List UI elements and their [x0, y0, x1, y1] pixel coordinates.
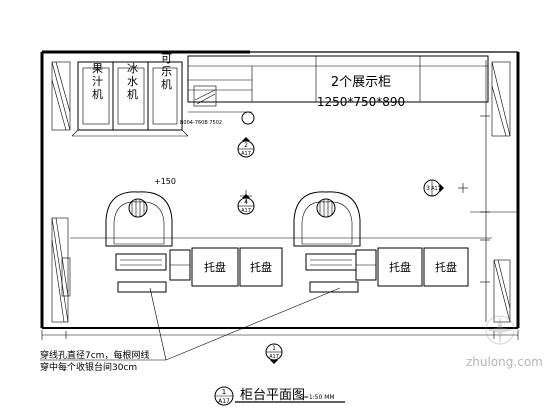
- svg-text:A17: A17: [241, 151, 251, 157]
- note-leader-lines: [40, 287, 341, 361]
- display-cabinet: [187, 55, 489, 125]
- svg-text:A17: A17: [431, 186, 441, 192]
- appliance-label-cola: 可乐机: [160, 53, 173, 92]
- appliance-label-water: 冰水机: [126, 62, 139, 101]
- section-ref-bottom: 1 A17: [265, 343, 283, 364]
- svg-text:1: 1: [272, 345, 276, 352]
- dimension-line-bottom: [41, 330, 519, 340]
- svg-text:2: 2: [244, 142, 248, 149]
- note-line-1: 穿线孔直径7cm，每根网线: [40, 349, 149, 361]
- section-ref-right: 3 A17: [423, 179, 444, 197]
- watermark-text: zhulong.com: [466, 355, 543, 369]
- crosshair-markers: [240, 183, 468, 202]
- right-wall-column: [491, 61, 511, 323]
- tray-boxes: [191, 247, 469, 287]
- elevation-mark: +150: [154, 177, 176, 186]
- svg-text:A17: A17: [218, 398, 230, 405]
- small-note-text: B004-760B 7502: [180, 120, 222, 126]
- svg-text:4: 4: [244, 199, 248, 206]
- plan-title-badge: 1 A17: [214, 386, 345, 406]
- right-chair: [293, 191, 361, 293]
- plan-title: 柜台平面图: [240, 388, 305, 403]
- svg-text:3: 3: [426, 185, 430, 192]
- tray-label: 托盘: [250, 260, 272, 274]
- watermark-logo: [485, 315, 515, 345]
- display-cabinet-size: 1250*750*890: [317, 95, 405, 109]
- tray-label: 托盘: [204, 260, 226, 274]
- appliance-label-juicer: 果汁机: [91, 62, 104, 101]
- tray-label: 托盘: [389, 260, 411, 274]
- svg-text:A17: A17: [269, 354, 279, 360]
- display-cabinet-label: 2个展示柜: [331, 75, 391, 90]
- note-line-2: 穿中每个收银台间30cm: [40, 361, 137, 373]
- register-boxes: [169, 249, 377, 281]
- plan-scale: S=1:50 MM: [300, 394, 335, 401]
- room-outline: [40, 50, 520, 329]
- appliance-row: [71, 61, 189, 137]
- dimension-lines-right: [470, 60, 518, 322]
- svg-text:A17: A17: [241, 208, 251, 214]
- left-chair: [105, 191, 173, 293]
- section-ref-top: 2 A17: [237, 137, 255, 158]
- svg-text:1: 1: [222, 388, 226, 396]
- left-wall-column: [51, 61, 71, 323]
- tray-label: 托盘: [435, 260, 457, 274]
